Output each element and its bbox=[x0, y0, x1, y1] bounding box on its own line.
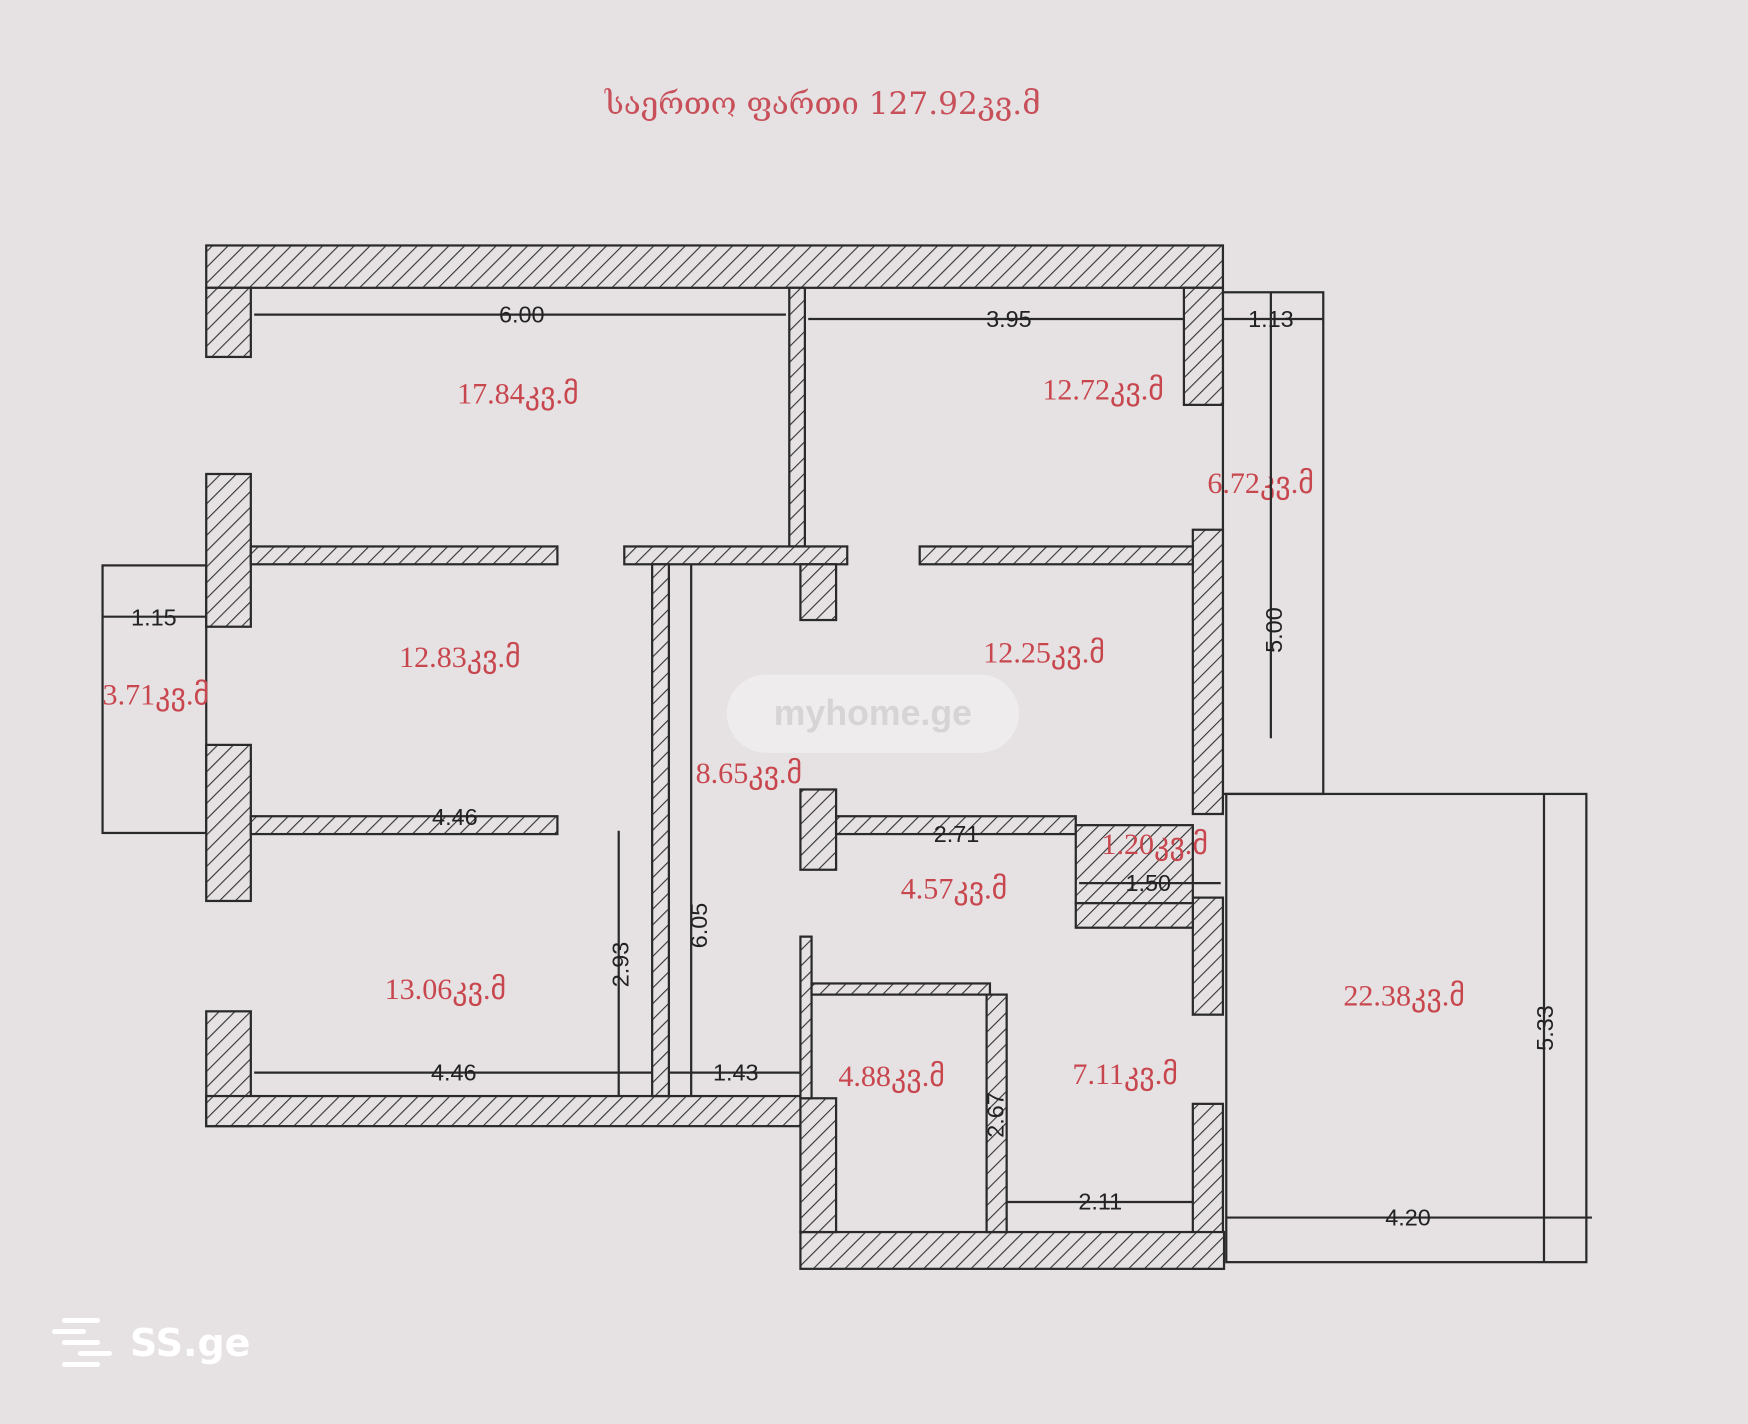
room-area: 12.83კვ.მ bbox=[399, 640, 521, 675]
room-area: 12.25კვ.მ bbox=[983, 635, 1105, 670]
dimension-label: 2.11 bbox=[1078, 1189, 1122, 1215]
ss-ge-logo: SS.ge bbox=[52, 1318, 250, 1367]
dimension-label: 5.33 bbox=[1532, 1005, 1558, 1051]
watermark-text: myhome.ge bbox=[774, 693, 972, 733]
dimension-label: 2.67 bbox=[982, 1092, 1008, 1138]
dimension-label: 3.95 bbox=[986, 306, 1032, 332]
dimension-label: 1.43 bbox=[713, 1059, 759, 1085]
dimension-label: 4.20 bbox=[1385, 1204, 1431, 1230]
dimension-label: 4.46 bbox=[432, 804, 478, 830]
dimension-label: 6.00 bbox=[499, 301, 545, 327]
dimension-label: 1.50 bbox=[1125, 870, 1171, 896]
room-area: 17.84კვ.მ bbox=[457, 377, 579, 412]
balconies bbox=[101, 291, 1588, 1264]
room-area: 1.20კვ.მ bbox=[1101, 827, 1208, 862]
walls bbox=[205, 244, 1226, 1270]
dimension-label: 4.46 bbox=[431, 1059, 477, 1085]
dimension-label: 2.71 bbox=[934, 821, 980, 847]
room-area: 6.72კვ.მ bbox=[1207, 466, 1314, 501]
room-areas: 17.84კვ.მ 12.72კვ.მ 6.72კვ.მ 3.71კვ.მ 12… bbox=[103, 372, 1465, 1094]
dimension-label: 1.15 bbox=[131, 605, 177, 631]
room-area: 3.71კვ.მ bbox=[103, 678, 210, 713]
room-area: 13.06კვ.მ bbox=[385, 972, 507, 1007]
dimension-labels: 6.00 3.95 1.13 5.00 1.15 4.46 2.71 1.50 … bbox=[131, 301, 1558, 1230]
room-area: 4.88კვ.მ bbox=[838, 1059, 945, 1094]
total-area-title: საერთო ფართი 127.92კვ.მ bbox=[604, 86, 1041, 122]
dimension-lines bbox=[102, 292, 1592, 1263]
dimension-label: 2.93 bbox=[608, 942, 634, 988]
watermark: myhome.ge bbox=[726, 674, 1019, 753]
dimension-label: 1.13 bbox=[1248, 306, 1294, 332]
room-area: 7.11კვ.მ bbox=[1072, 1057, 1178, 1092]
room-area: 8.65კვ.მ bbox=[696, 756, 803, 791]
dimension-label: 5.00 bbox=[1261, 607, 1287, 653]
dimension-label: 6.05 bbox=[686, 903, 712, 949]
logo-icon bbox=[52, 1318, 112, 1367]
room-area: 4.57კვ.მ bbox=[901, 872, 1008, 907]
room-area: 22.38კვ.მ bbox=[1343, 979, 1465, 1014]
room-area: 12.72კვ.მ bbox=[1042, 372, 1164, 407]
logo-text: SS.ge bbox=[130, 1320, 251, 1365]
